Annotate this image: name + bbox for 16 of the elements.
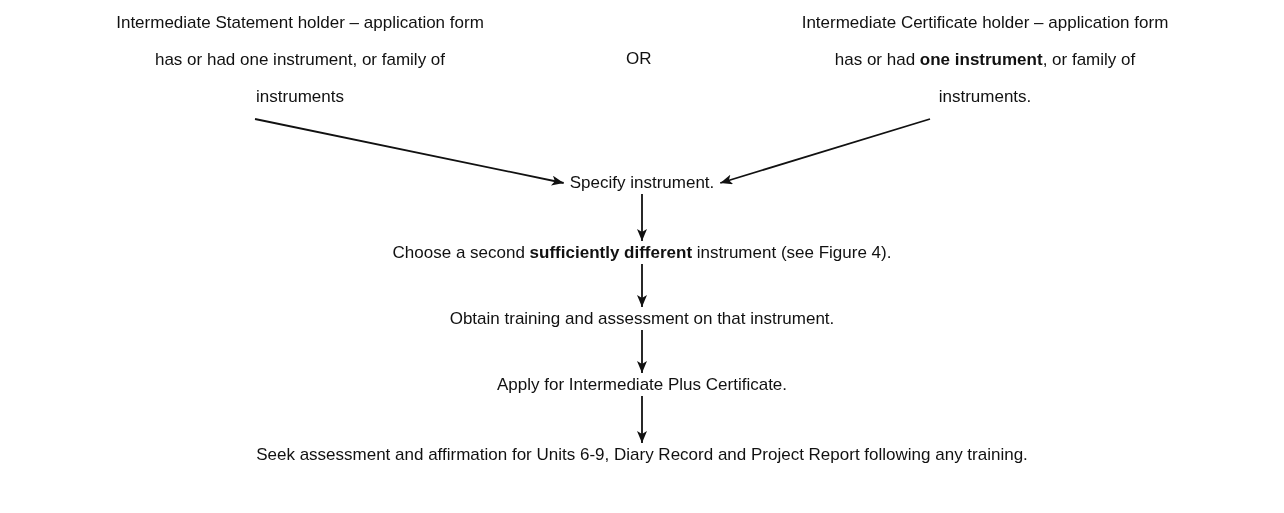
- form-title: Intermediate Statement holder – application form: [115, 12, 485, 34]
- step-text: Seek assessment and affirmation for Units 6-9, Diary Record and Project Report following any training.: [256, 442, 1028, 468]
- form-description: has or had one instrument, or family of instruments: [153, 49, 447, 108]
- step-text: Apply for Intermediate Plus Certificate.: [496, 372, 788, 398]
- connector-word: OR: [626, 48, 652, 70]
- form-title: Intermediate Certificate holder – application form: [800, 12, 1170, 34]
- arrow: [719, 118, 931, 185]
- arrow: [637, 263, 647, 308]
- arrow: [637, 329, 647, 374]
- arrow: [254, 118, 565, 186]
- form-description: has or had one instrument, or family of instruments.: [833, 49, 1137, 108]
- arrow: [637, 395, 647, 444]
- arrow: [637, 193, 647, 242]
- step-text: Choose a second sufficiently different instrument (see Figure 4).: [392, 240, 892, 266]
- step-text: Specify instrument.: [569, 170, 715, 196]
- step-text: Obtain training and assessment on that instrument.: [449, 306, 835, 332]
